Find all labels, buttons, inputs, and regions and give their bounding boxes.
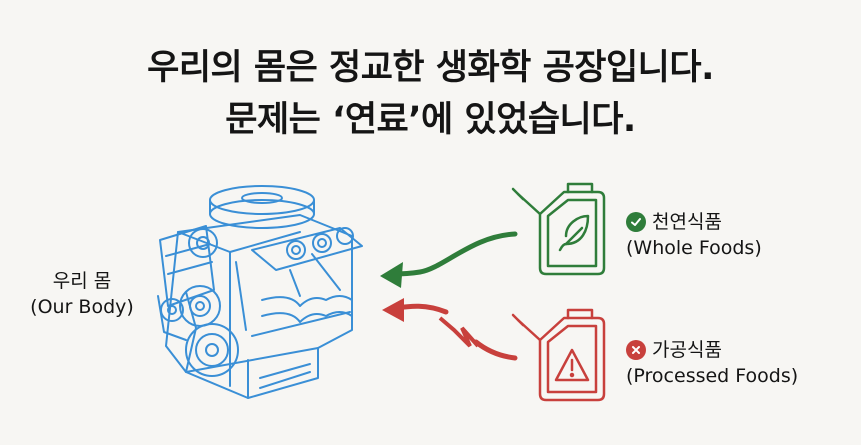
body-label-korean: 우리 몸: [52, 270, 112, 292]
whole-foods-korean: 천연식품: [652, 211, 722, 233]
whole-foods-label: 천연식품 (Whole Foods): [626, 209, 762, 261]
headline: 우리의 몸은 정교한 생화학 공장입니다. 문제는 ‘연료’에 있었습니다.: [0, 42, 861, 146]
processed-foods-canister-icon: [511, 308, 606, 402]
good-fuel-arrow: [380, 231, 518, 288]
whole-foods-canister-icon: [511, 182, 606, 276]
processed-foods-english: (Processed Foods): [626, 365, 799, 387]
check-circle-icon: [626, 212, 646, 232]
processed-foods-label: 가공식품 (Processed Foods): [626, 337, 798, 389]
whole-foods-english: (Whole Foods): [626, 237, 762, 259]
body-label-english: (Our Body): [30, 296, 134, 318]
x-circle-icon: [626, 340, 646, 360]
bad-fuel-arrow: [382, 298, 518, 361]
headline-line-2: 문제는 ‘연료’에 있었습니다.: [225, 100, 636, 140]
headline-line-1: 우리의 몸은 정교한 생화학 공장입니다.: [147, 48, 714, 88]
body-label: 우리 몸 (Our Body): [20, 268, 144, 320]
engine-icon: [157, 185, 363, 399]
processed-foods-korean: 가공식품: [652, 339, 722, 361]
